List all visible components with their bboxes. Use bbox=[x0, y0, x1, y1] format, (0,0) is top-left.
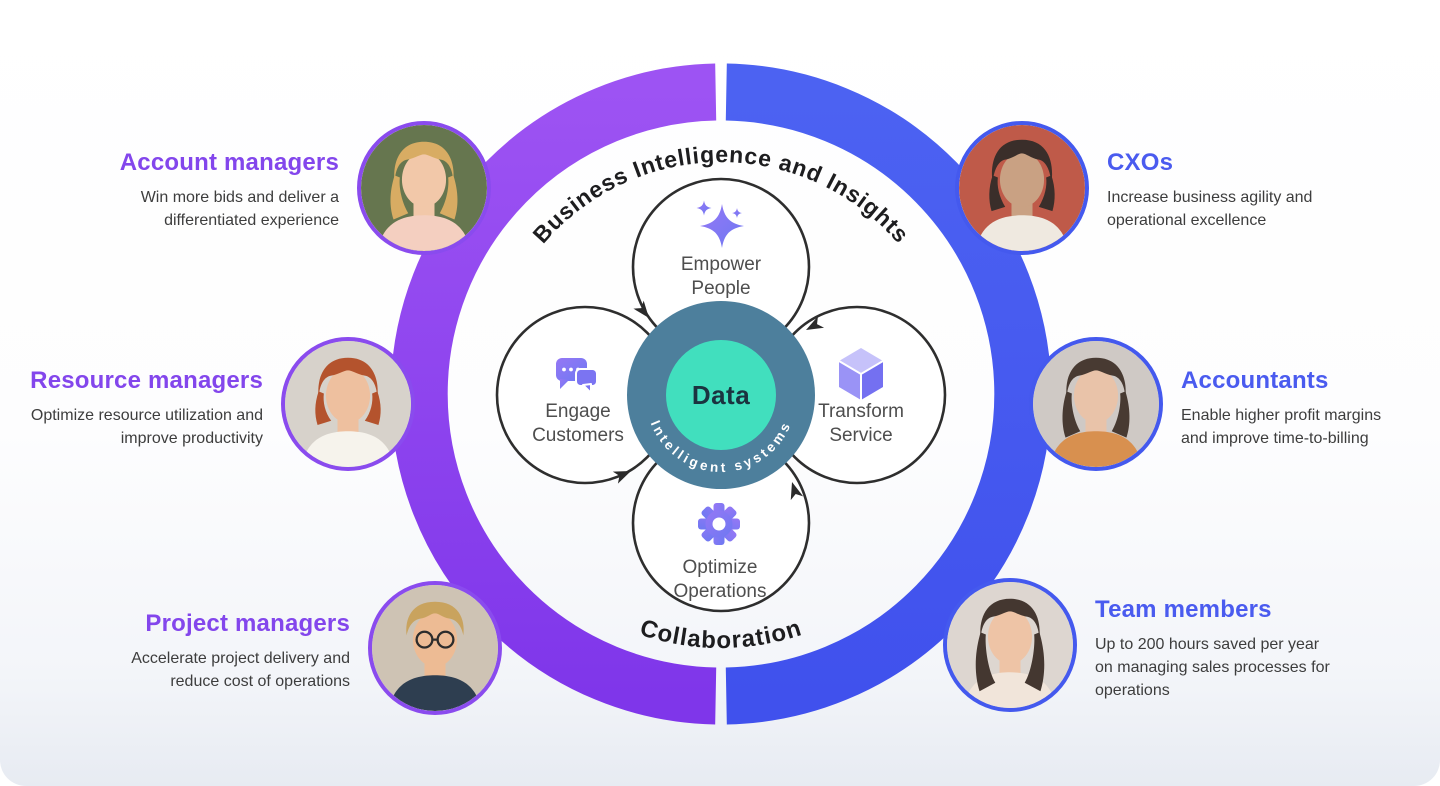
node-label-engage-line2: Customers bbox=[532, 425, 624, 446]
avatar-illustration bbox=[1033, 341, 1159, 467]
node-label-engage-line1: Engage bbox=[545, 401, 611, 422]
avatar-cxos bbox=[955, 121, 1089, 255]
bottom-arc-label: Collaboration bbox=[637, 614, 805, 654]
hub-label: Data bbox=[692, 380, 750, 410]
node-label-optimize-line1: Optimize bbox=[683, 557, 758, 578]
arrow-from-empower bbox=[633, 300, 649, 318]
node-label-empower-line2: People bbox=[691, 278, 750, 299]
avatar-illustration bbox=[361, 125, 487, 251]
cube-icon bbox=[838, 348, 884, 400]
persona-title: Resource managers bbox=[30, 367, 263, 394]
sparkle-icon bbox=[696, 200, 744, 248]
avatar-resource-managers bbox=[281, 337, 415, 471]
persona-title: Account managers bbox=[119, 149, 339, 176]
arrow-from-optimize bbox=[790, 482, 804, 501]
avatar-team-members bbox=[943, 578, 1077, 712]
persona-accountants: Accountants Enable higher profit margins… bbox=[1029, 337, 1381, 471]
persona-title: Accountants bbox=[1181, 367, 1329, 394]
persona-title: Team members bbox=[1095, 596, 1272, 623]
avatar-illustration bbox=[285, 341, 411, 467]
avatar-illustration bbox=[947, 582, 1073, 708]
persona-title: CXOs bbox=[1107, 149, 1174, 176]
avatar-account-managers bbox=[357, 121, 491, 255]
avatar-illustration bbox=[372, 585, 498, 711]
persona-account-managers: Account managers Win more bids and deliv… bbox=[120, 121, 491, 255]
outer-ring-left-segment bbox=[390, 63, 717, 725]
persona-team-members: Team members Up to 200 hours saved per y… bbox=[943, 578, 1330, 712]
node-label-transform-line2: Service bbox=[829, 425, 892, 446]
gear-icon bbox=[698, 503, 740, 545]
hub-core bbox=[666, 340, 776, 450]
node-label-empower-line1: Empower bbox=[681, 254, 762, 275]
persona-title: Project managers bbox=[145, 610, 350, 637]
node-label-optimize-line2: Operations bbox=[674, 581, 767, 602]
chat-icon bbox=[556, 358, 598, 394]
avatar-accountants bbox=[1029, 337, 1163, 471]
avatar-illustration bbox=[959, 125, 1085, 251]
persona-resource-managers: Resource managers Optimize resource util… bbox=[30, 337, 415, 471]
node-label-transform-line1: Transform bbox=[818, 401, 904, 422]
avatar-project-managers bbox=[368, 581, 502, 715]
arrow-from-engage bbox=[612, 471, 631, 484]
persona-project-managers: Project managers Accelerate project deli… bbox=[131, 581, 502, 715]
arrow-from-transform bbox=[806, 316, 825, 330]
outer-ring-right-segment bbox=[725, 63, 1052, 725]
